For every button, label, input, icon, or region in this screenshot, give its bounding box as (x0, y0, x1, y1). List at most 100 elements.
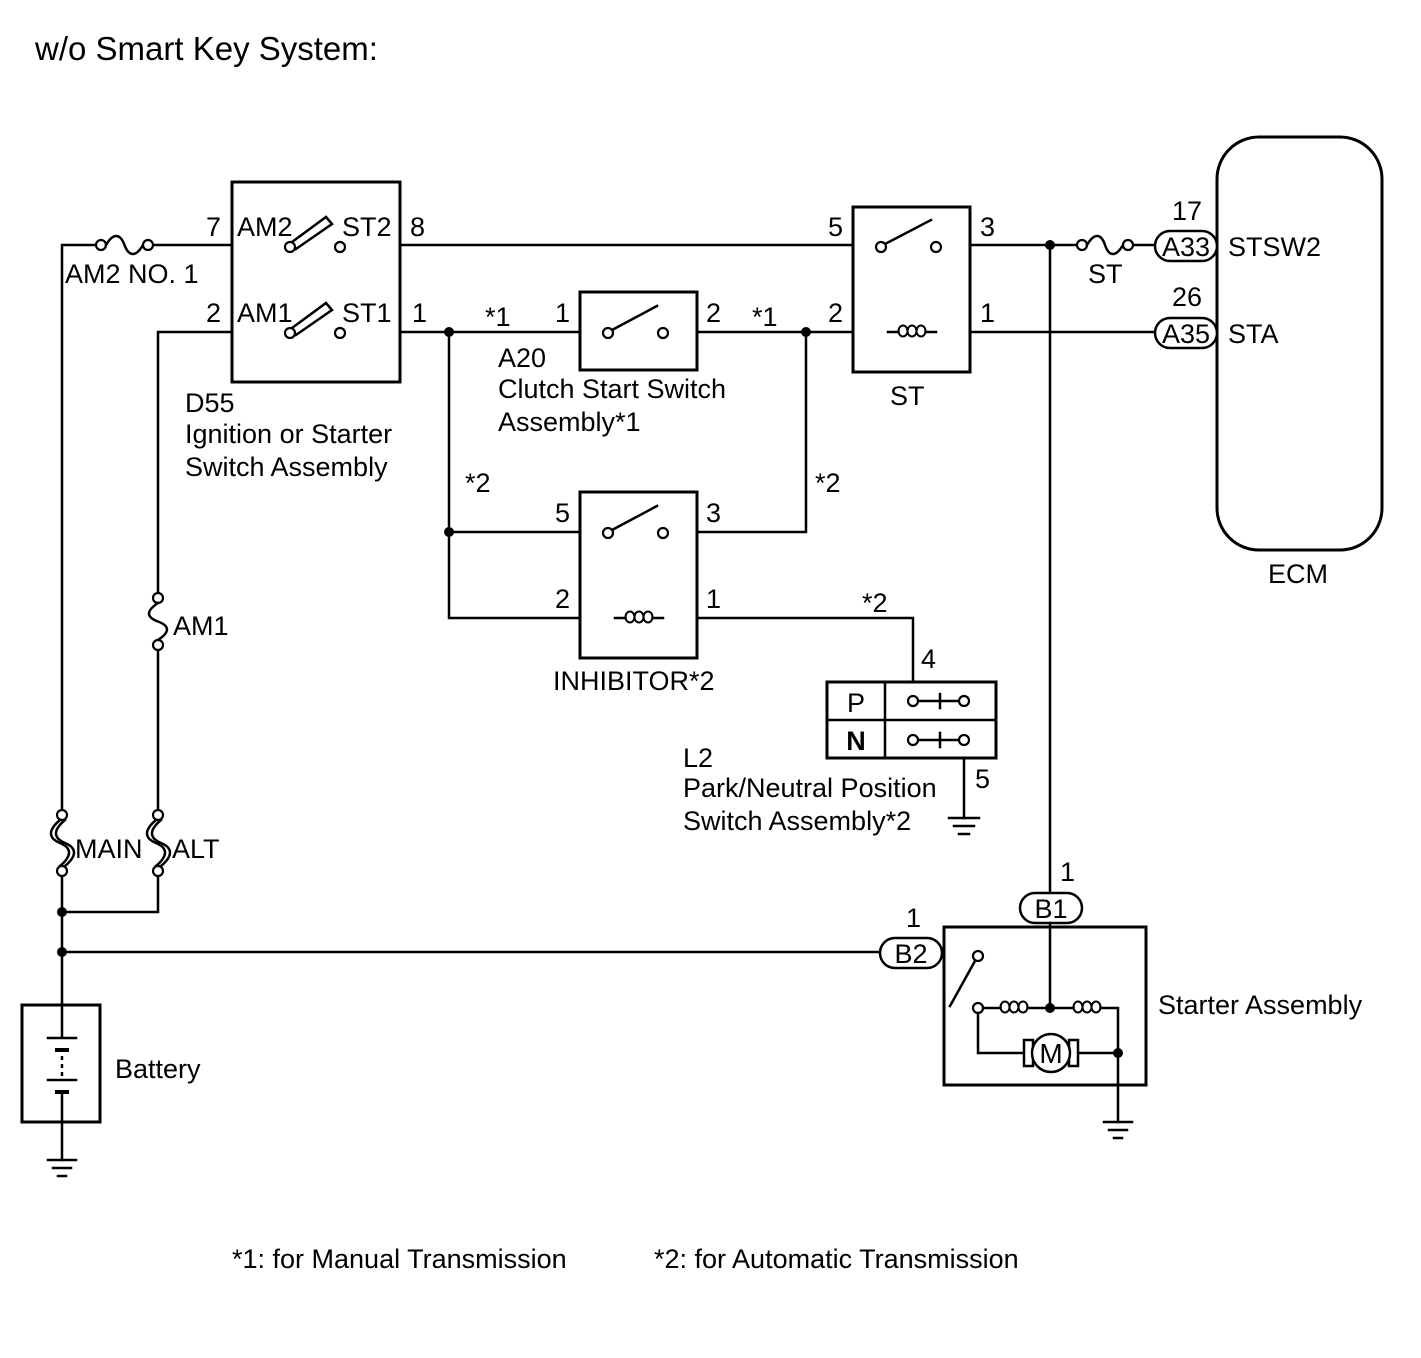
clutch-feed-mark: *1 (485, 302, 511, 332)
inhibitor-coil (624, 610, 636, 624)
ecm-box (1215, 135, 1384, 552)
fuse-am1-label: AM1 (173, 611, 229, 641)
switch-contact (656, 526, 670, 540)
junction-dot (444, 327, 454, 337)
inhibitor-switch-lever (610, 504, 659, 532)
ignition-switch-lever (290, 215, 334, 251)
pn-feed-mark: *2 (862, 588, 888, 618)
fuse-am2-no1-element (104, 234, 145, 256)
st-relay-coil (897, 324, 909, 338)
pn-switch-code: L2 (683, 743, 713, 773)
clutch-switch-code: A20 (498, 343, 546, 373)
junction-dot (801, 327, 811, 337)
ecm-pin-stsw2: 17 (1172, 196, 1202, 226)
connector-a35 (1153, 316, 1219, 350)
switch-contact (929, 240, 943, 254)
inhibitor-box (578, 490, 699, 660)
fusible-link-alt-label: ALT (172, 834, 220, 864)
inhibitor-pin-1: 1 (706, 584, 721, 614)
st-relay-box (851, 205, 972, 374)
st-relay-pin-1: 1 (980, 298, 995, 328)
ignition-switch-lever (290, 301, 334, 337)
ignition-pin-st2: 8 (410, 212, 425, 242)
switch-contact (971, 1001, 985, 1015)
starter-motor-leads (976, 1011, 1120, 1055)
battery-name: Battery (115, 1054, 201, 1084)
starter-pin-b2: 1 (906, 903, 921, 933)
switch-contact (874, 240, 888, 254)
ignition-switch-name-line1: Ignition or Starter (185, 419, 392, 449)
connector-b1-label: B1 (1034, 894, 1067, 924)
fuse-st-element (1085, 234, 1125, 256)
fuse-terminal (1121, 238, 1135, 252)
ecm-pin-sta: 26 (1172, 282, 1202, 312)
connector-b2 (878, 936, 944, 970)
fuse-terminal (151, 638, 165, 652)
starter-box (942, 925, 1148, 1087)
pn-pin-5: 5 (975, 764, 990, 794)
fuse-terminal (94, 238, 108, 252)
inhibitor-name: INHIBITOR*2 (553, 666, 715, 696)
fuse-terminal (141, 238, 155, 252)
switch-contact (957, 694, 971, 708)
battery-icon (46, 1003, 78, 1124)
inhibitor-pin-3: 3 (706, 498, 721, 528)
inhibitor-out-mark: *2 (815, 468, 841, 498)
ignition-switch-name-line2: Switch Assembly (185, 452, 388, 482)
clutch-switch-name-line1: Clutch Start Switch (498, 374, 726, 404)
ecm-terminal-sta: STA (1228, 319, 1279, 349)
fusible-link-terminal (151, 808, 165, 822)
clutch-out-mark: *1 (752, 302, 778, 332)
motor-icon (1030, 1032, 1072, 1074)
starter-hold-in-coil (1081, 1000, 1093, 1014)
ground-icon (46, 1158, 78, 1178)
clutch-switch-box (578, 290, 699, 372)
inhibitor-coil (633, 610, 645, 624)
starter-name: Starter Assembly (1158, 990, 1363, 1020)
connector-b2-label: B2 (894, 939, 927, 969)
switch-contact (906, 694, 920, 708)
pn-contact-p (916, 692, 961, 710)
fusible-link-alt-element (150, 818, 172, 868)
junction-dot (1045, 240, 1055, 250)
fusible-link-alt-element (145, 818, 167, 868)
ground-icon (1102, 1120, 1134, 1140)
fusible-link-terminal (55, 808, 69, 822)
inhibitor-pin-5: 5 (555, 498, 570, 528)
pn-pin-4: 4 (921, 644, 936, 674)
starter-pull-in-coil (1017, 1000, 1029, 1014)
switch-contact (333, 326, 347, 340)
starter-hold-in-coil (1072, 1000, 1084, 1014)
st-relay-coil (906, 324, 918, 338)
connector-a33-label: A33 (1162, 232, 1210, 262)
wire-inhibitor-coil-to-pn-switch (695, 616, 915, 684)
ignition-pin-am1: 2 (206, 298, 221, 328)
ignition-switch-box (230, 180, 402, 384)
st-relay-coil (915, 324, 927, 338)
diagram-title: w/o Smart Key System: (34, 30, 378, 67)
ignition-terminal-st2: ST2 (342, 212, 392, 242)
pn-contact-n (916, 731, 961, 749)
fuse-st-label: ST (1088, 259, 1123, 289)
switch-contact (333, 240, 347, 254)
ignition-pin-am2: 7 (206, 212, 221, 242)
st-relay-pin-3: 3 (980, 212, 995, 242)
st-relay-name: ST (890, 381, 925, 411)
switch-contact (656, 326, 670, 340)
fusible-link-terminal (151, 864, 165, 878)
footnote-automatic: *2: for Automatic Transmission (654, 1244, 1019, 1274)
ignition-terminal-am1: AM1 (237, 298, 293, 328)
pn-position-n: N (846, 726, 866, 756)
inhibitor-coil (642, 610, 654, 624)
motor-label: M (1039, 1038, 1062, 1069)
ground-icon (947, 816, 981, 836)
wire-st1-to-inhibitor-coil (447, 330, 582, 620)
starter-hold-in-coil (1090, 1000, 1102, 1014)
wire-alt-to-main-junction (60, 874, 160, 914)
fuse-terminal (1075, 238, 1089, 252)
fusible-link-main-element (54, 818, 76, 868)
inhibitor-feed-mark: *2 (465, 468, 491, 498)
wire-ignition-am1-to-am1-fuse (156, 330, 234, 595)
st-relay-pin-5: 5 (828, 212, 843, 242)
